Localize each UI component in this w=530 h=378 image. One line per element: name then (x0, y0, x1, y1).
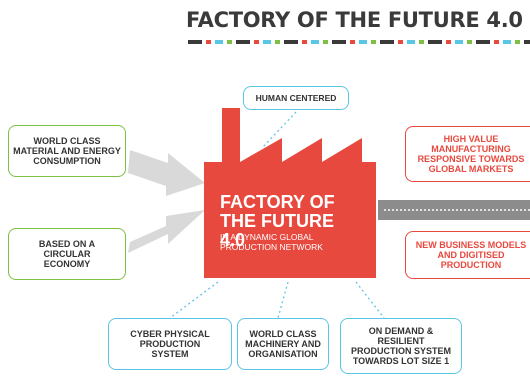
title-rule-dash (455, 40, 463, 44)
page-title: FACTORY OF THE FUTURE 4.0 (186, 8, 523, 32)
title-rule-dash (515, 40, 520, 44)
box-circular-economy: BASED ON A CIRCULAR ECONOMY (8, 228, 126, 280)
title-rule-dash (371, 40, 376, 44)
title-dashed-rule (188, 40, 530, 44)
title-rule-dash (215, 40, 223, 44)
connector-bottom-mid (277, 281, 289, 319)
box-new-business-models: NEW BUSINESS MODELS AND DIGITISED PRODUC… (405, 231, 530, 279)
title-rule-dash (236, 40, 250, 44)
connector-bottom-right (355, 281, 385, 319)
title-rule-dash (476, 40, 490, 44)
title-rule-dash (275, 40, 280, 44)
title-rule-dash (206, 40, 211, 44)
box-high-value-manufacturing: HIGH VALUE MANUFACTURING RESPONSIVE TOWA… (405, 126, 530, 182)
title-rule-dash (254, 40, 259, 44)
title-rule-dash (263, 40, 271, 44)
title-rule-dash (227, 40, 232, 44)
title-rule-dash (359, 40, 367, 44)
factory-subtitle: IN A DYNAMIC GLOBAL PRODUCTION NETWORK (220, 232, 323, 252)
box-material-energy: WORLD CLASS MATERIAL AND ENERGY CONSUMPT… (8, 125, 126, 177)
box-cyber-physical: CYBER PHYSICAL PRODUCTION SYSTEM (108, 318, 232, 370)
title-rule-dash (428, 40, 442, 44)
title-rule-dash (311, 40, 319, 44)
factory-title: FACTORY OF THE FUTURE 4.0 (220, 192, 335, 250)
title-rule-dash (407, 40, 415, 44)
arrow-upper-left (128, 150, 205, 196)
title-rule-dash (524, 40, 530, 44)
box-world-class-machinery: WORLD CLASS MACHINERY AND ORGANISATION (237, 318, 329, 370)
title-rule-dash (467, 40, 472, 44)
connector-top (261, 111, 297, 149)
title-rule-dash (188, 40, 202, 44)
box-human-centered: HUMAN CENTERED (243, 86, 349, 110)
title-rule-dash (284, 40, 298, 44)
box-on-demand-production: ON DEMAND & RESILIENT PRODUCTION SYSTEM … (340, 318, 462, 374)
connector-bottom-left (169, 281, 219, 319)
title-rule-dash (302, 40, 307, 44)
title-rule-dash (419, 40, 424, 44)
title-rule-dash (380, 40, 394, 44)
title-rule-dash (398, 40, 403, 44)
title-rule-dash (494, 40, 499, 44)
arrow-lower-left (128, 210, 205, 253)
factory-icon (204, 108, 376, 278)
title-rule-dash (503, 40, 511, 44)
title-rule-dash (350, 40, 355, 44)
title-rule-dash (446, 40, 451, 44)
title-rule-dash (332, 40, 346, 44)
title-rule-dash (323, 40, 328, 44)
